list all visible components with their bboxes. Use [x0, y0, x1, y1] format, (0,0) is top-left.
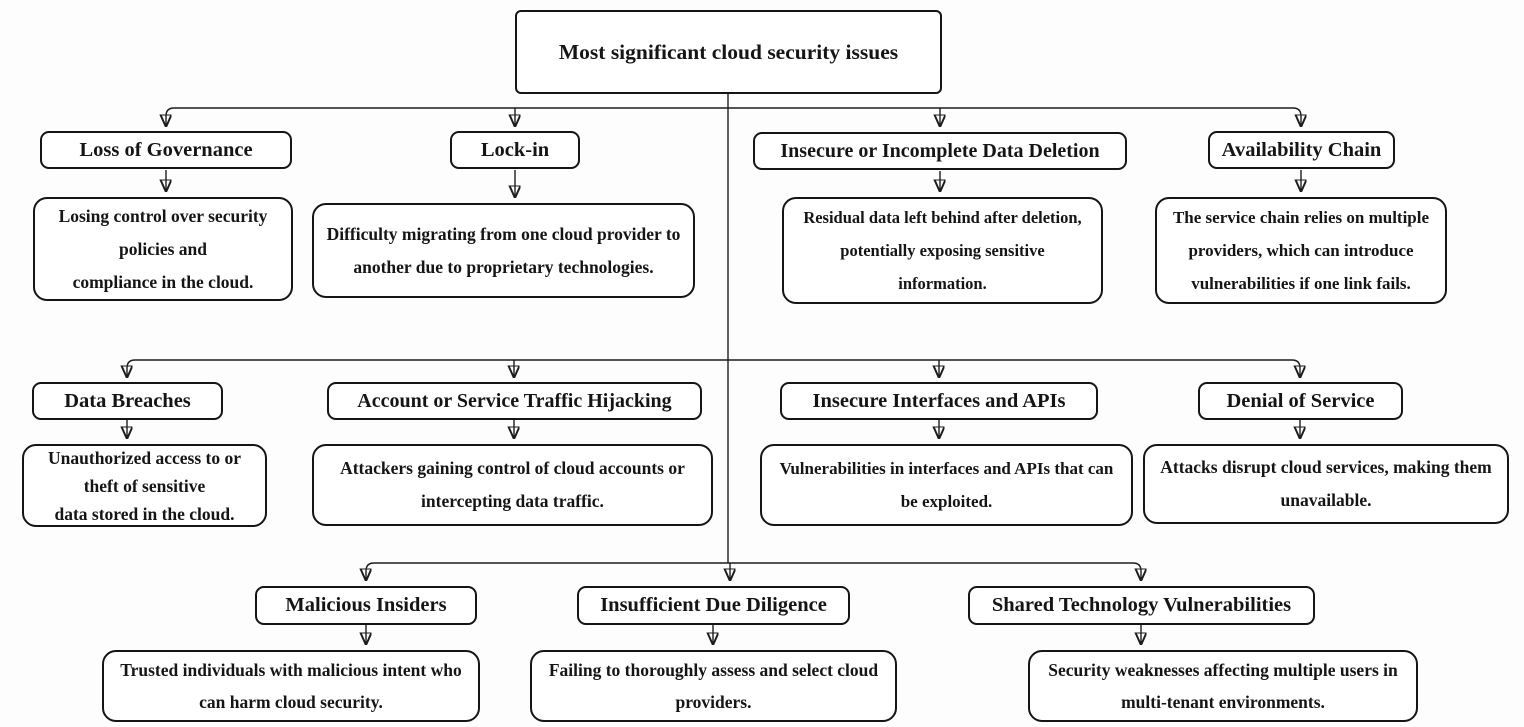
node-title-availability-chain: Availability Chain [1208, 131, 1395, 169]
node-title-insufficient-due-diligence: Insufficient Due Diligence [577, 586, 850, 625]
node-desc-malicious-insiders: Trusted individuals with malicious inten… [102, 650, 480, 722]
connector-level2 [127, 359, 1300, 376]
node-desc-lock-in: Difficulty migrating from one cloud prov… [312, 203, 695, 298]
node-title-malicious-insiders: Malicious Insiders [255, 586, 477, 625]
connector-level1 [166, 107, 1301, 125]
node-desc-loss-of-governance: Losing control over security policies an… [33, 197, 293, 301]
node-desc-data-breaches: Unauthorized access to or theft of sensi… [22, 444, 267, 527]
node-title-loss-of-governance: Loss of Governance [40, 131, 292, 169]
node-desc-denial-of-service: Attacks disrupt cloud services, making t… [1143, 444, 1509, 524]
node-desc-availability-chain: The service chain relies on multiple pro… [1155, 197, 1447, 304]
connector-level3 [366, 562, 1141, 579]
node-title-shared-technology-vulnerabilities: Shared Technology Vulnerabilities [968, 586, 1315, 625]
node-desc-shared-technology-vulnerabilities: Security weaknesses affecting multiple u… [1028, 650, 1418, 722]
node-title-denial-of-service: Denial of Service [1198, 382, 1403, 420]
node-title-account-hijacking: Account or Service Traffic Hijacking [327, 382, 702, 420]
node-desc-account-hijacking: Attackers gaining control of cloud accou… [312, 444, 713, 526]
node-title-insecure-interfaces-apis: Insecure Interfaces and APIs [780, 382, 1098, 420]
node-title-lock-in: Lock-in [450, 131, 580, 169]
root-node: Most significant cloud security issues [515, 10, 942, 94]
node-title-insecure-data-deletion: Insecure or Incomplete Data Deletion [753, 132, 1127, 170]
node-desc-insecure-interfaces-apis: Vulnerabilities in interfaces and APIs t… [760, 444, 1133, 526]
node-title-data-breaches: Data Breaches [32, 382, 223, 420]
node-desc-insufficient-due-diligence: Failing to thoroughly assess and select … [530, 650, 897, 722]
node-desc-insecure-data-deletion: Residual data left behind after deletion… [782, 197, 1103, 304]
